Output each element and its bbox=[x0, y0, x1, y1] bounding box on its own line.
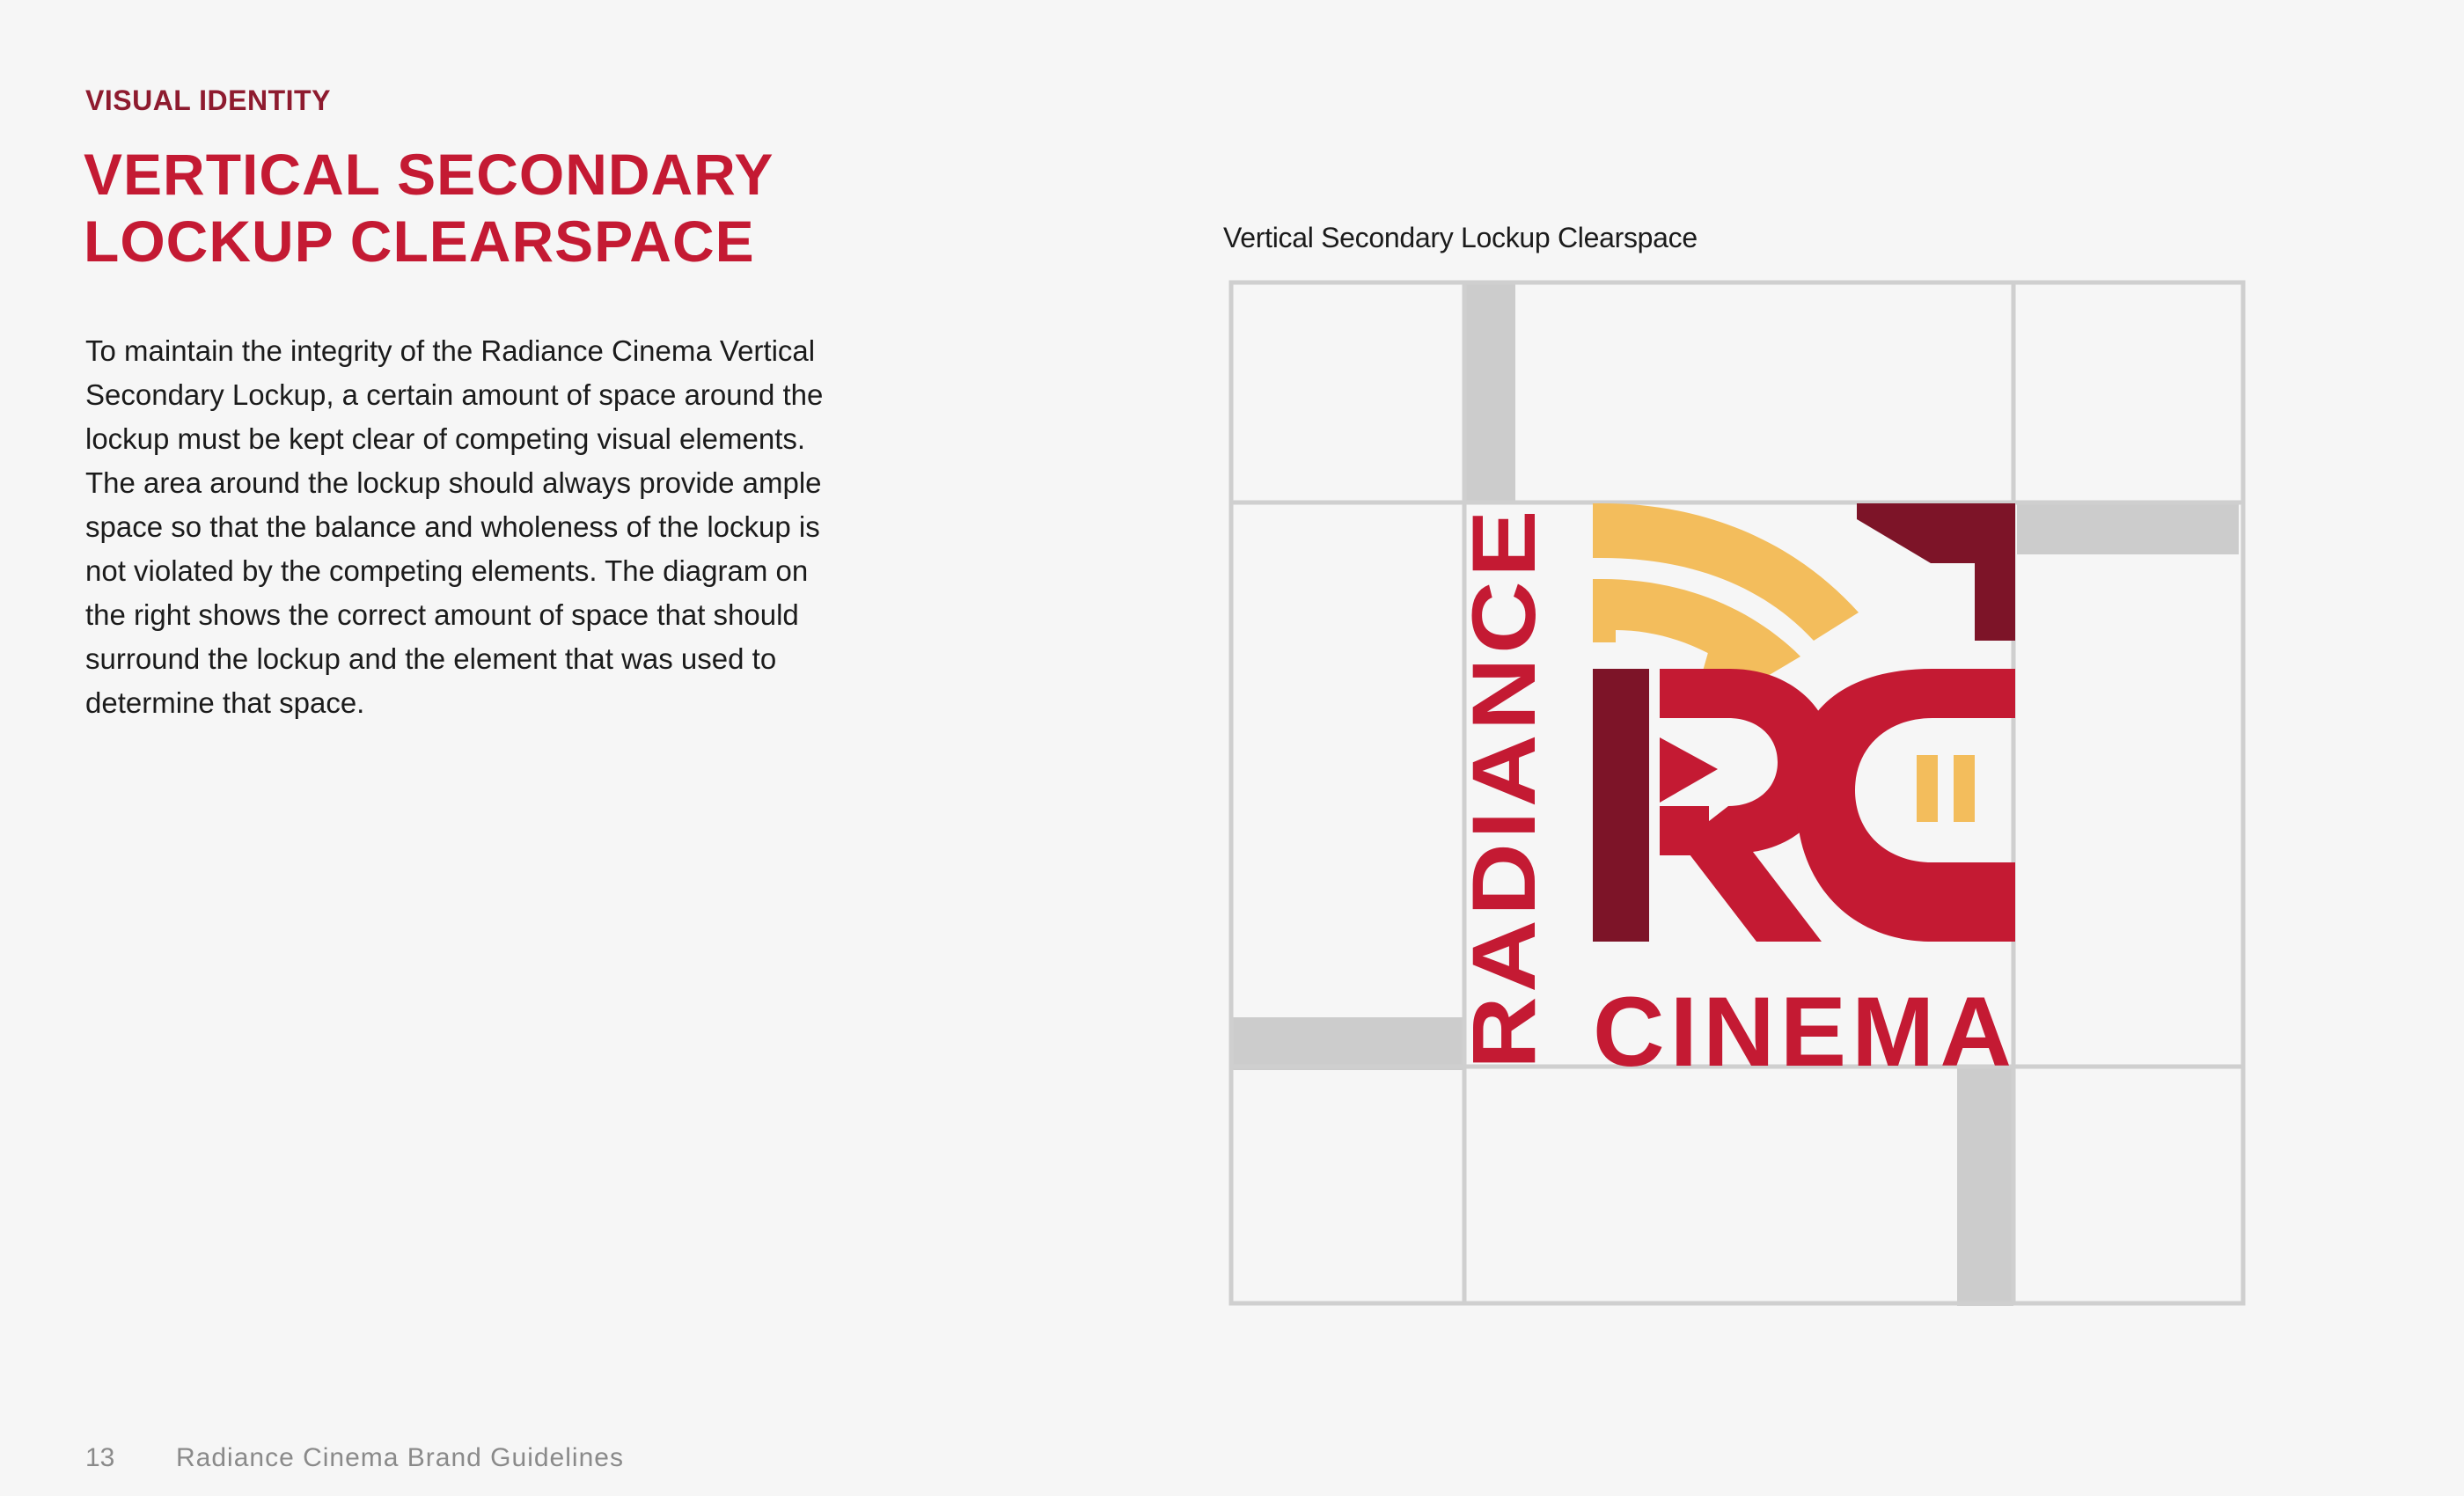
clearspace-band-bottom bbox=[1957, 1067, 2013, 1306]
body-line: not violated by the competing elements. … bbox=[85, 554, 809, 587]
body-line: Secondary Lockup, a certain amount of sp… bbox=[85, 378, 824, 411]
logo-r-stem bbox=[1593, 669, 1649, 942]
page-title-line-2: LOCKUP CLEARSPACE bbox=[84, 209, 755, 274]
logo-bottom-word: CINEMA bbox=[1593, 977, 2017, 1087]
grid-outer-border bbox=[1228, 280, 2246, 1306]
logo-c-shape bbox=[1797, 669, 2015, 942]
body-line: To maintain the integrity of the Radianc… bbox=[85, 334, 816, 367]
body-line: the right shows the correct amount of sp… bbox=[85, 598, 799, 631]
clearspace-diagram: RADIANCE CINEMA bbox=[1228, 280, 2246, 1306]
body-line: space so that the balance and wholeness … bbox=[85, 510, 820, 543]
logo-gold-bar-1 bbox=[1917, 755, 1938, 822]
clearspace-band-left bbox=[1230, 1017, 1464, 1070]
clearspace-band-top bbox=[1463, 282, 1515, 503]
body-line: surround the lockup and the element that… bbox=[85, 642, 777, 675]
clearspace-grid bbox=[1228, 280, 2246, 1306]
body-line: The area around the lockup should always… bbox=[85, 466, 822, 499]
eyebrow-label: VISUAL IDENTITY bbox=[85, 84, 331, 116]
logo-gold-ray-inner bbox=[1593, 579, 1800, 685]
footer-page-number: 13 bbox=[85, 1443, 115, 1472]
radiance-cinema-logo: RADIANCE CINEMA bbox=[1454, 503, 2017, 1087]
logo-play-icon bbox=[1660, 737, 1718, 803]
logo-dark-corner bbox=[1857, 503, 2015, 641]
logo-gold-bar-2 bbox=[1954, 755, 1975, 822]
page-title-line-1: VERTICAL SECONDARY bbox=[84, 142, 774, 207]
diagram-label: Vertical Secondary Lockup Clearspace bbox=[1223, 222, 1698, 253]
body-paragraph: To maintain the integrity of the Radianc… bbox=[85, 329, 877, 725]
clearspace-band-right bbox=[2017, 502, 2239, 554]
body-line: lockup must be kept clear of competing v… bbox=[85, 422, 806, 455]
footer-document-title: Radiance Cinema Brand Guidelines bbox=[176, 1443, 624, 1472]
logo-vertical-word: RADIANCE bbox=[1454, 506, 1554, 1069]
logo-r-tail-block bbox=[1660, 806, 1709, 855]
logo-gold-ray-outer bbox=[1593, 503, 1859, 641]
clearspace-bands bbox=[1230, 282, 2239, 1306]
body-line: determine that space. bbox=[85, 686, 365, 719]
page-title: VERTICAL SECONDARY LOCKUP CLEARSPACE bbox=[84, 141, 876, 275]
logo-r-bowl bbox=[1660, 669, 1834, 942]
